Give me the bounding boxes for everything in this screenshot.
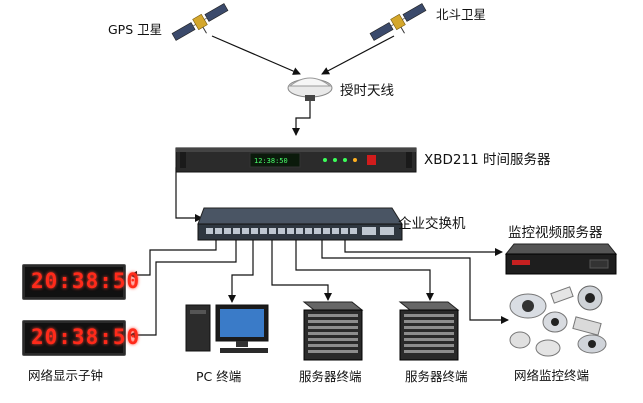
beidou-signal-line — [321, 35, 395, 75]
network-clock-top: 20:38:50 — [22, 264, 139, 300]
switch-to-server2-line — [295, 240, 434, 301]
beidou-satellite-label: 北斗卫星 — [436, 7, 487, 22]
gps-satellite-icon — [171, 3, 229, 41]
gps-satellite-label: GPS 卫星 — [108, 22, 163, 37]
clock-time-top: 20:38:50 — [31, 269, 141, 293]
switch-to-server1-line — [271, 240, 332, 301]
antenna-icon — [287, 77, 333, 101]
switch-to-video-server-line — [344, 240, 503, 256]
server1-label: 服务器终端 — [299, 369, 362, 384]
server2-label: 服务器终端 — [405, 369, 468, 384]
video-server-label: 监控视频服务器 — [508, 225, 603, 241]
switch-to-cameras-line — [321, 240, 509, 324]
server-rack-2 — [398, 301, 460, 361]
gps-signal-line — [211, 35, 301, 75]
svg-text:12:38:50: 12:38:50 — [254, 157, 288, 165]
pc-label: PC 终端 — [196, 369, 242, 384]
cameras-label: 网络监控终端 — [514, 368, 590, 383]
video-server-device — [504, 243, 618, 275]
time-server-device: 12:38:50 — [175, 147, 417, 173]
cameras-group — [509, 285, 607, 357]
clock-label: 网络显示子钟 — [28, 368, 104, 383]
pc-device — [185, 304, 269, 353]
switch-to-clock-top-line — [129, 240, 217, 279]
switch-label: 企业交换机 — [398, 216, 466, 232]
switch-to-clock-bottom-line — [129, 240, 237, 339]
beidou-satellite-icon — [369, 3, 427, 41]
network-clock-bottom: 20:38:50 — [22, 320, 139, 356]
server-to-switch-line — [175, 167, 203, 222]
clock-time-bottom: 20:38:50 — [31, 325, 141, 349]
time-server-label: XBD211 时间服务器 — [424, 152, 551, 168]
server-rack-1 — [302, 301, 364, 361]
antenna-label: 授时天线 — [340, 83, 394, 99]
antenna-to-server-line — [292, 100, 311, 136]
switch-to-pc-line — [228, 240, 254, 303]
switch-device — [197, 207, 403, 241]
